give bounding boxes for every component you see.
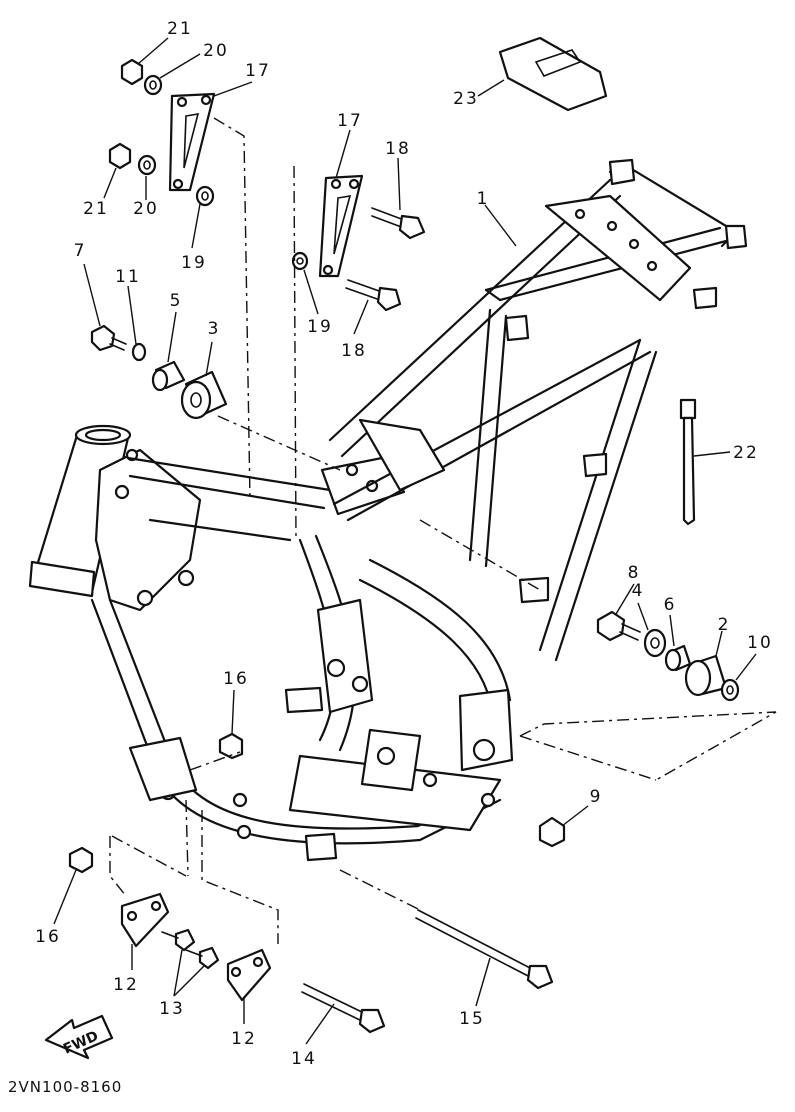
callout-20-lower: 20 [133, 199, 159, 219]
nut-part-9 [538, 816, 566, 848]
washer-part-19-right [291, 251, 309, 271]
callout-18-lower: 18 [341, 341, 367, 361]
bolt-part-18-upper [371, 207, 426, 240]
damper-part-2 [684, 654, 728, 697]
bolt-part-15 [415, 909, 554, 990]
callout-4: 4 [632, 581, 645, 601]
callout-17-left: 17 [245, 61, 271, 81]
callout-1: 1 [477, 189, 490, 209]
engine-plate-part-12-right [226, 948, 272, 1002]
bolt-part-8 [596, 610, 641, 642]
callout-numbers: 1 2 3 4 5 6 7 8 9 10 11 12 12 13 14 15 1… [35, 19, 773, 1069]
callout-7: 7 [74, 241, 87, 261]
bracket-part-17-left [168, 92, 216, 192]
callout-23: 23 [453, 89, 479, 109]
callout-16-upper: 16 [223, 669, 249, 689]
callout-15: 15 [459, 1009, 485, 1029]
callout-12-left: 12 [113, 975, 139, 995]
washer-part-11 [131, 342, 147, 362]
main-frame [28, 158, 748, 862]
nut-part-21-upper [120, 58, 144, 86]
spacer-part-6 [664, 644, 692, 672]
callout-16-lower: 16 [35, 927, 61, 947]
rubber-strap-part-23 [498, 36, 608, 112]
callout-19-left: 19 [181, 253, 207, 273]
callout-9: 9 [590, 787, 603, 807]
callout-5: 5 [170, 291, 183, 311]
nut-part-16-upper [218, 732, 244, 760]
engine-plate-part-12-left [120, 892, 170, 948]
callout-20-upper: 20 [203, 41, 229, 61]
callout-10: 10 [747, 633, 773, 653]
forward-arrow-icon: FWD [44, 1014, 114, 1060]
callout-22: 22 [733, 443, 759, 463]
callout-21-lower: 21 [83, 199, 109, 219]
bolt-part-14 [301, 983, 386, 1034]
callout-8: 8 [628, 563, 641, 583]
callout-14: 14 [291, 1049, 317, 1069]
callout-2: 2 [718, 615, 731, 635]
callout-11: 11 [115, 267, 141, 287]
callout-13: 13 [159, 999, 185, 1019]
washer-part-10 [720, 678, 740, 702]
bolt-part-18-lower [345, 279, 402, 312]
alignment-lines [109, 117, 777, 944]
cable-tie-part-22 [679, 398, 697, 526]
damper-part-3 [180, 370, 228, 420]
diagram-code: 2VN100-8160 [8, 1078, 122, 1096]
collar-part-5 [151, 360, 186, 392]
washer-part-20-lower [137, 154, 157, 176]
callout-17-right: 17 [337, 111, 363, 131]
callout-3: 3 [208, 319, 221, 339]
leader-lines [53, 37, 757, 1045]
callout-18-upper: 18 [385, 139, 411, 159]
nut-part-21-lower [108, 142, 132, 170]
collar-part-4 [643, 628, 667, 658]
callout-21-upper: 21 [167, 19, 193, 39]
washer-part-20-upper [143, 74, 163, 96]
bolt-part-7 [90, 324, 127, 352]
bracket-part-17-right [318, 174, 364, 278]
bolt-part-13-upper [161, 928, 196, 952]
callout-12-right: 12 [231, 1029, 257, 1049]
bolt-part-13-lower [185, 946, 220, 970]
washer-part-19-left [195, 185, 215, 207]
callout-19-right: 19 [307, 317, 333, 337]
nut-part-16-lower [68, 846, 94, 874]
callout-6: 6 [664, 595, 677, 615]
